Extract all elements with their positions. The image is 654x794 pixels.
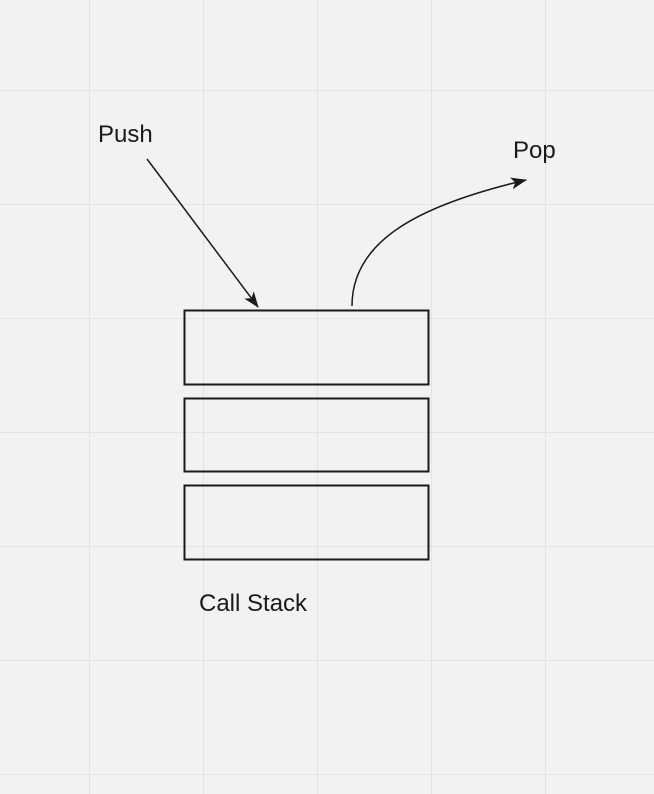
pop-arrow [351,177,527,307]
stack-frame-bottom [183,484,430,561]
stack-frame-middle [183,397,430,473]
push-arrow [146,158,259,308]
call-stack [183,309,430,561]
pop-label: Pop [513,137,556,164]
push-label: Push [98,121,153,148]
stack-frame-top [183,309,430,386]
call-stack-label: Call Stack [199,590,308,617]
